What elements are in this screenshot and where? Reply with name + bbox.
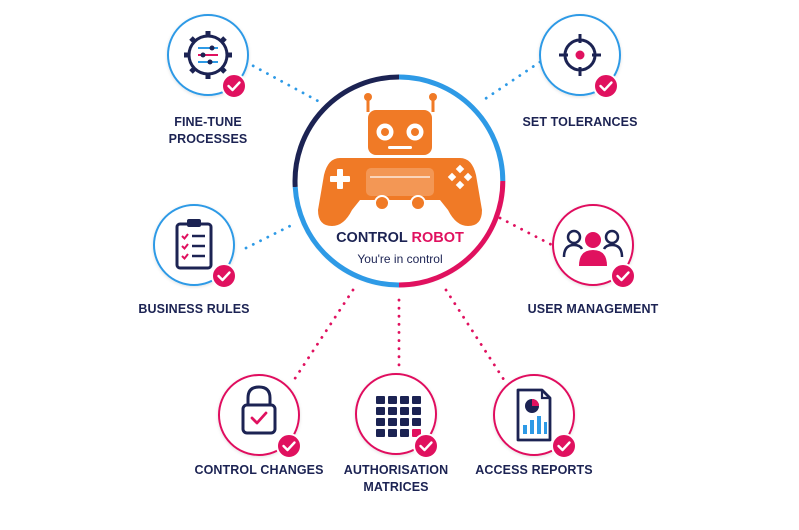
label-line: FINE-TUNE — [174, 115, 242, 129]
clipboard-checklist-icon — [175, 219, 213, 270]
connectors — [244, 60, 554, 385]
label-business-rules: BUSINESS RULES — [119, 301, 269, 318]
gear-sliders-icon — [184, 31, 232, 79]
center-title-part1: CONTROL — [336, 230, 408, 246]
node-access-reports — [493, 374, 577, 459]
check-badge-icon — [221, 73, 247, 99]
grid-matrix-icon — [376, 396, 421, 437]
check-badge-icon — [211, 263, 237, 289]
node-authorisation-matrices — [355, 373, 439, 459]
label-line: AUTHORISATION — [343, 463, 449, 477]
label-fine-tune-processes: FINE-TUNE PROCESSES — [138, 114, 278, 148]
users-group-icon — [562, 229, 624, 266]
target-crosshair-icon — [559, 34, 601, 76]
label-authorisation-matrices: AUTHORISATION MATRICES — [321, 462, 471, 496]
center-title: CONTROL ROBOT — [300, 230, 500, 246]
connector-user-management — [498, 216, 554, 247]
check-badge-icon — [593, 73, 619, 99]
connector-control-changes — [290, 288, 355, 385]
label-user-management: USER MANAGEMENT — [518, 301, 668, 318]
check-badge-icon — [413, 433, 439, 459]
connector-set-tolerances — [480, 60, 542, 103]
label-control-changes: CONTROL CHANGES — [184, 462, 334, 479]
connector-business-rules — [244, 221, 298, 250]
node-business-rules — [153, 204, 237, 289]
node-control-changes — [218, 374, 302, 459]
label-line: BUSINESS RULES — [138, 302, 250, 316]
connector-access-reports — [444, 288, 508, 385]
check-badge-icon — [276, 433, 302, 459]
report-chart-icon — [516, 388, 552, 442]
connector-fine-tune — [244, 60, 320, 103]
center-subtitle: You're in control — [357, 252, 443, 266]
check-badge-icon — [610, 263, 636, 289]
label-access-reports: ACCESS REPORTS — [459, 462, 609, 479]
node-user-management — [552, 204, 636, 289]
padlock-check-icon — [241, 385, 277, 435]
center-title-part2: ROBOT — [411, 230, 464, 246]
label-line: SET TOLERANCES — [522, 115, 638, 129]
label-line: ACCESS REPORTS — [475, 463, 593, 477]
label-line: PROCESSES — [168, 132, 248, 146]
node-set-tolerances — [539, 14, 621, 99]
label-line: USER MANAGEMENT — [527, 302, 659, 316]
robot-gamepad-icon — [318, 93, 482, 226]
label-set-tolerances: SET TOLERANCES — [505, 114, 655, 131]
label-line: CONTROL CHANGES — [194, 463, 324, 477]
label-line: MATRICES — [363, 480, 429, 494]
check-badge-icon — [551, 433, 577, 459]
node-fine-tune-processes — [167, 14, 249, 99]
